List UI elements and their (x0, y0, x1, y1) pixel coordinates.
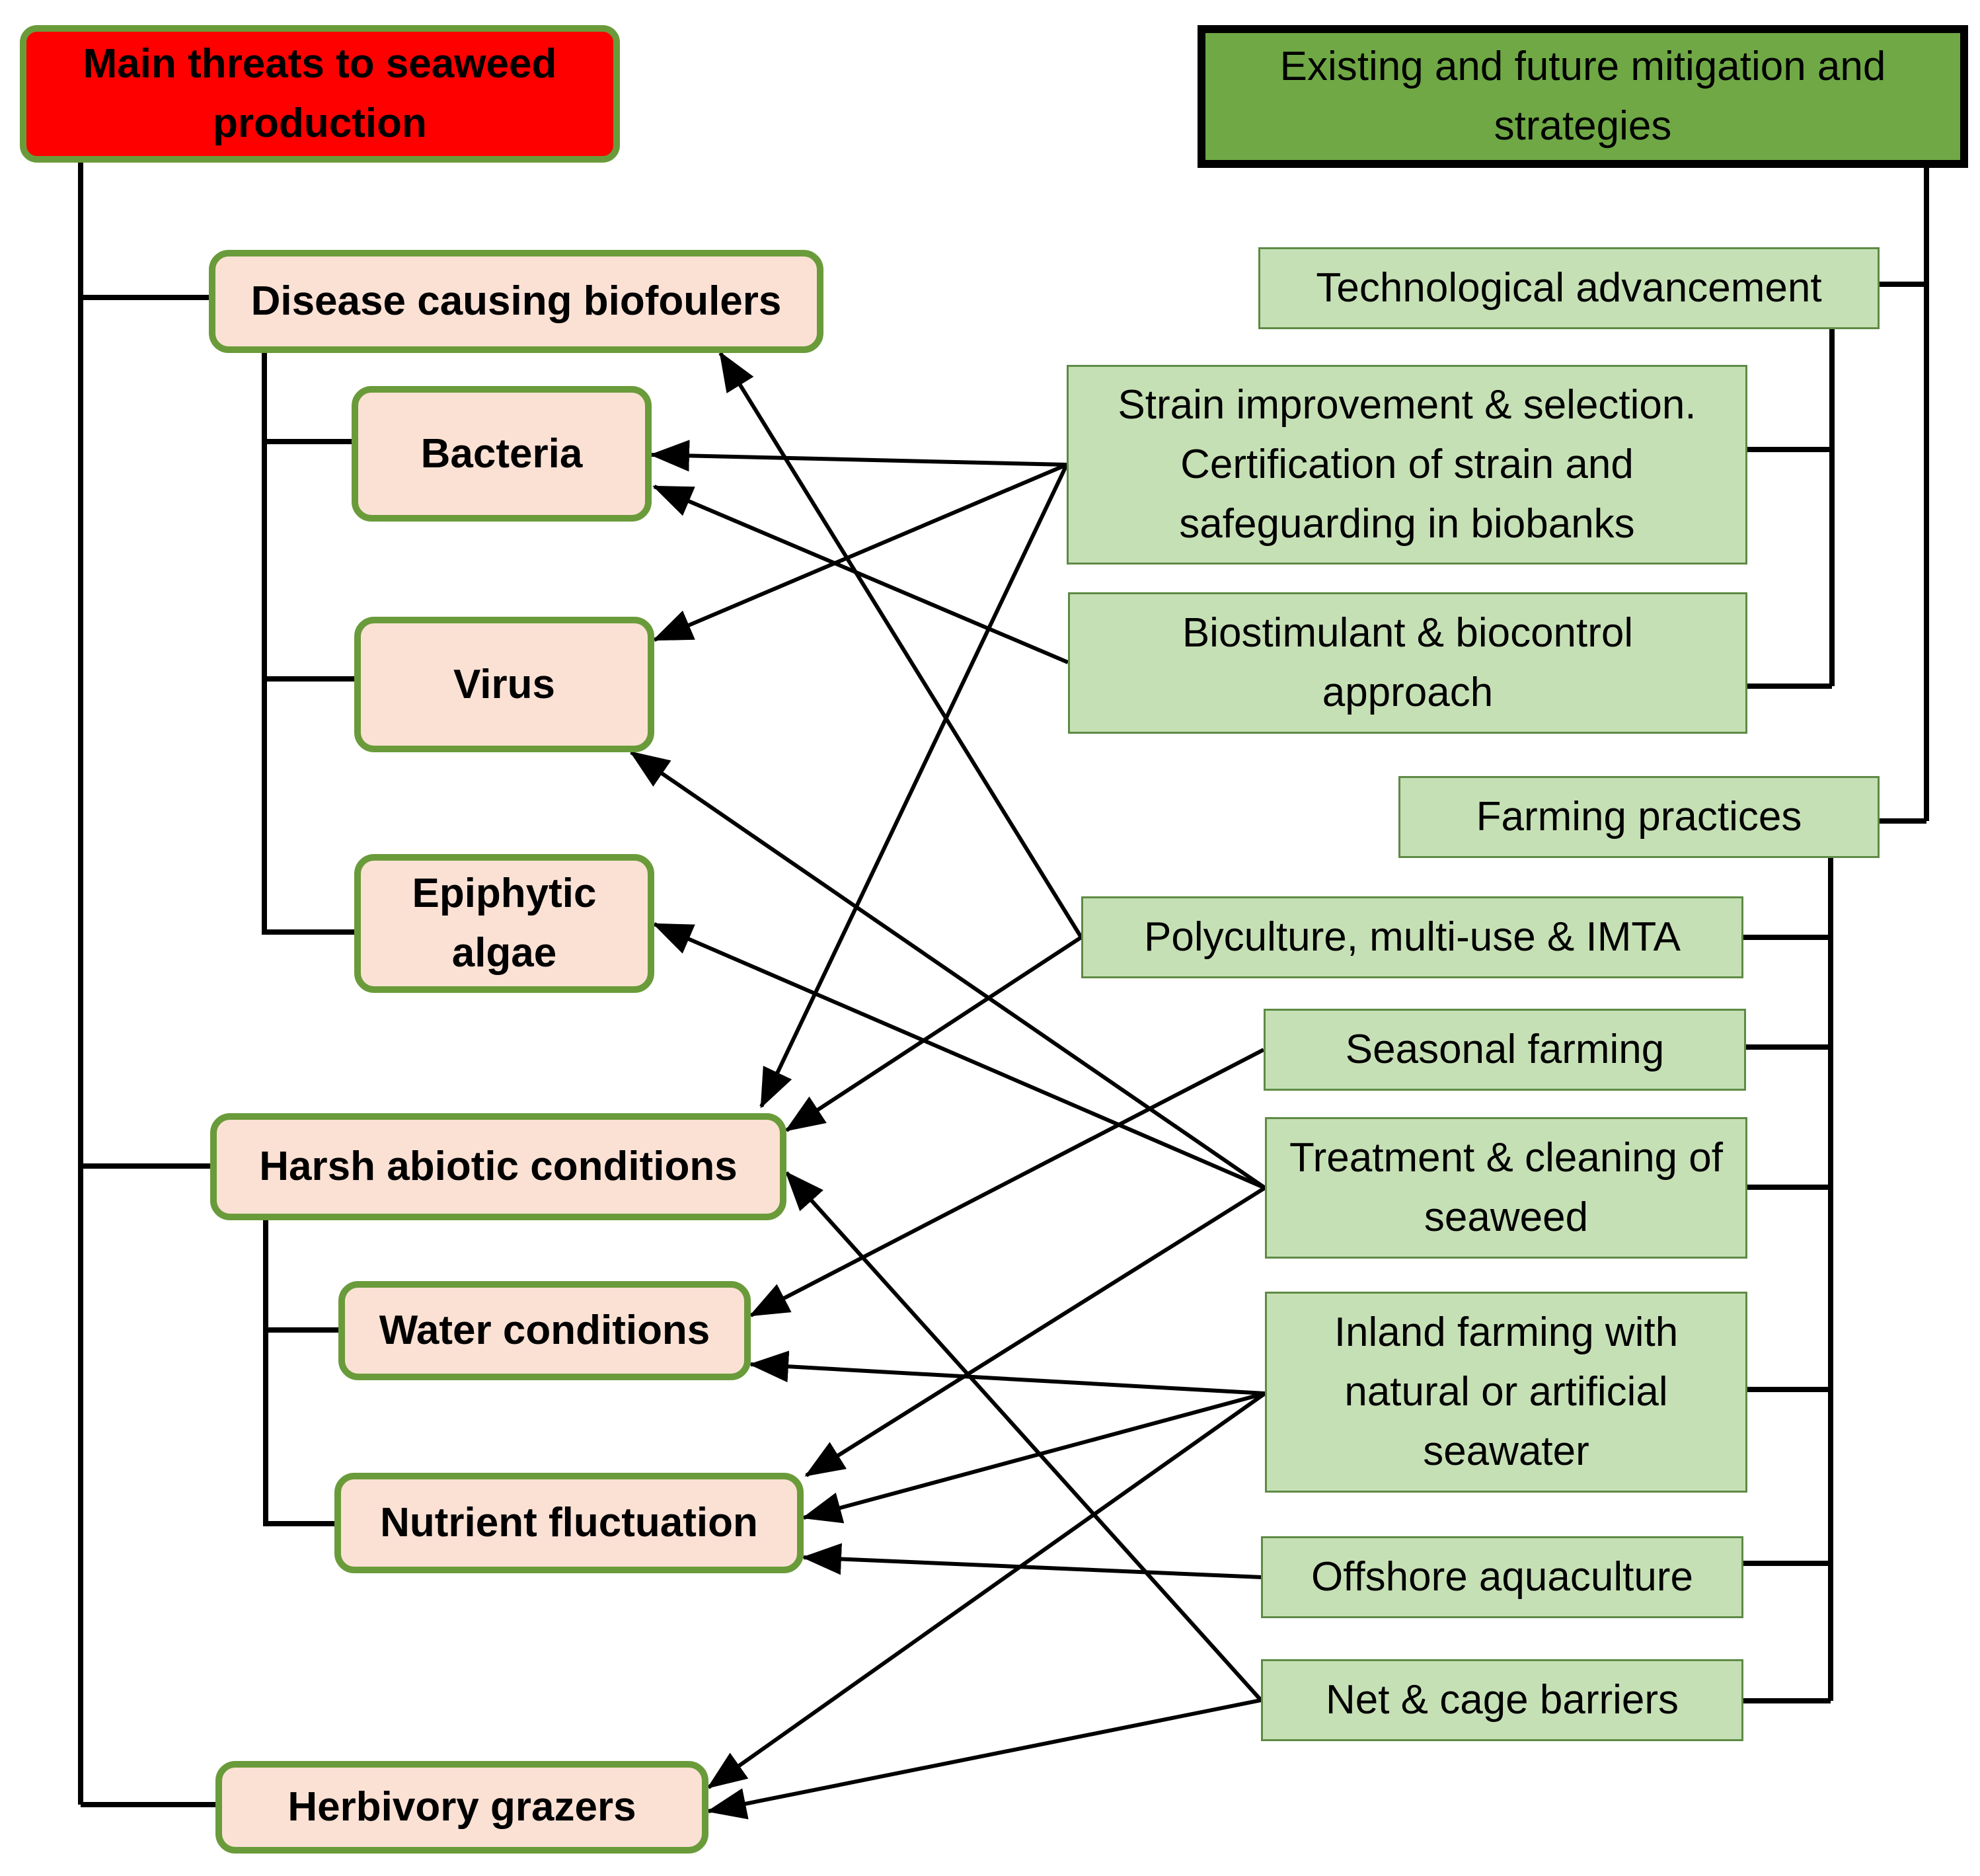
arrow-strain-to-virus (652, 463, 1068, 642)
mitigation-inland-label: Inland farming with natural or artificia… (1334, 1309, 1679, 1474)
threat-bacteria-label: Bacteria (420, 430, 583, 477)
arrow-treatment-to-nutrient (804, 1186, 1266, 1477)
threat-epiphytic-algae: Epiphytic algae (354, 854, 654, 993)
mitigation-header-text: Existing and future mitigation and strat… (1279, 44, 1886, 149)
mitigation-tech-label: Technological advancement (1316, 265, 1822, 311)
arrow-inland-to-herbivory (706, 1391, 1266, 1789)
arrow-treatment-to-virus (629, 750, 1266, 1190)
mitigation-seasonal-farming: Seasonal farming (1264, 1009, 1746, 1091)
threat-tree-lines (78, 162, 357, 1807)
arrow-inland-to-nutrient (802, 1391, 1266, 1524)
mitigation-biostimulant: Biostimulant & biocontrol approach (1068, 592, 1747, 734)
arrow-inland-to-water (749, 1350, 1266, 1395)
mitigation-treatment-label: Treatment & cleaning of seaweed (1289, 1135, 1723, 1240)
mitigation-treatment-cleaning: Treatment & cleaning of seaweed (1265, 1117, 1747, 1259)
threat-harsh-label: Harsh abiotic conditions (259, 1144, 738, 1190)
mitigation-seasonal-label: Seasonal farming (1345, 1027, 1665, 1073)
threat-herbivory-grazers: Herbivory grazers (215, 1761, 708, 1854)
arrow-strain-to-bacteria (650, 440, 1067, 472)
mitigation-strain-improvement: Strain improvement & selection. Certific… (1067, 365, 1747, 565)
mitigation-inland-farming: Inland farming with natural or artificia… (1265, 1292, 1747, 1493)
arrow-offshore-to-nutrient (802, 1543, 1262, 1579)
threat-water-label: Water conditions (379, 1308, 710, 1354)
arrow-poly-to-disease (718, 351, 1083, 939)
mitigation-biostim-label: Biostimulant & biocontrol approach (1182, 610, 1634, 715)
mitigation-technological-advancement: Technological advancement (1258, 247, 1880, 329)
arrow-seasonal-to-water (749, 1048, 1265, 1317)
threat-water-conditions: Water conditions (338, 1281, 751, 1380)
threat-herbivory-label: Herbivory grazers (287, 1784, 636, 1830)
threat-epiphytic-label: Epiphytic algae (412, 871, 597, 976)
arrow-strain-to-harsh (759, 463, 1069, 1109)
mitigation-offshore-label: Offshore aquaculture (1311, 1554, 1693, 1600)
mitigation-net-cage-barriers: Net & cage barriers (1261, 1659, 1743, 1741)
arrow-biostim-to-bacteria (652, 485, 1069, 664)
threat-virus: Virus (354, 617, 654, 752)
mitigation-farming-label: Farming practices (1476, 794, 1802, 840)
mitigation-strain-label: Strain improvement & selection. Certific… (1118, 382, 1696, 547)
threat-disease-label: Disease causing biofoulers (250, 278, 782, 325)
threat-nutrient-label: Nutrient fluctuation (380, 1500, 758, 1546)
arrow-treatment-to-epiphytic (652, 922, 1266, 1190)
threat-harsh-abiotic: Harsh abiotic conditions (210, 1113, 786, 1220)
arrow-net-to-herbivory (706, 1698, 1262, 1820)
mitigation-tree-lines (1741, 168, 1929, 1703)
mitigation-header: Existing and future mitigation and strat… (1198, 25, 1968, 168)
mitigation-farming-practices: Farming practices (1398, 776, 1880, 858)
mitigation-poly-label: Polyculture, multi-use & IMTA (1144, 914, 1681, 960)
arrow-net-to-harsh (784, 1171, 1263, 1702)
threat-nutrient-fluctuation: Nutrient fluctuation (334, 1473, 804, 1573)
threat-disease-biofoulers: Disease causing biofoulers (209, 250, 823, 353)
mitigation-polyculture: Polyculture, multi-use & IMTA (1081, 896, 1743, 978)
threats-header: Main threats to seaweed production (20, 25, 620, 163)
threat-bacteria: Bacteria (352, 386, 652, 522)
mitigation-offshore-aquaculture: Offshore aquaculture (1261, 1536, 1743, 1618)
arrow-poly-to-harsh (784, 935, 1083, 1132)
threat-virus-label: Virus (453, 661, 555, 707)
mitigation-net-label: Net & cage barriers (1325, 1677, 1679, 1723)
mitigation-arrows (629, 351, 1266, 1820)
threats-header-text: Main threats to seaweed production (83, 41, 557, 146)
